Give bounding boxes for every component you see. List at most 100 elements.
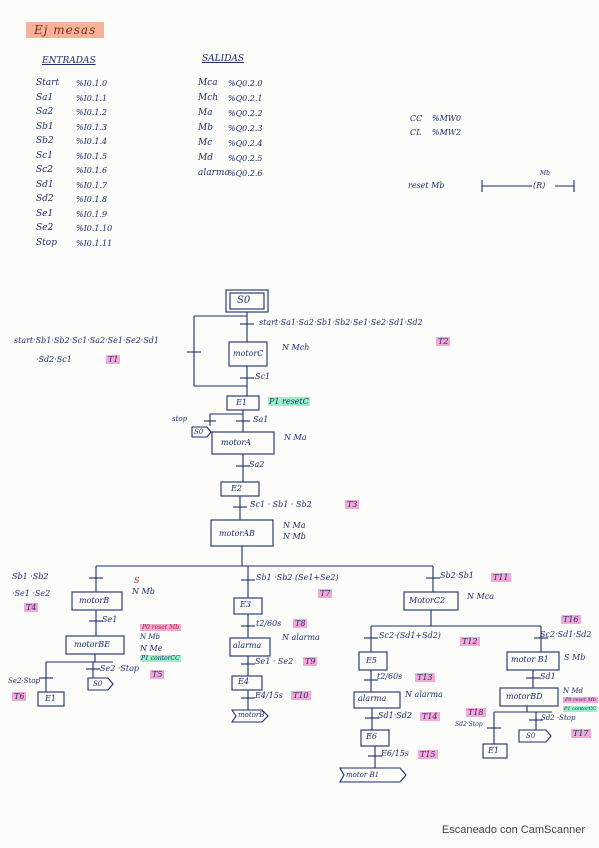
entrada-name: Sd1 [36,179,54,190]
motora-action: N Ma [284,433,307,442]
t8-label: T8 [293,619,308,628]
salida-address: %Q0.2.4 [228,139,263,148]
jump-s0-left: S0 [93,680,103,688]
t2-label: T2 [436,337,451,346]
motorc2-action: N Mca [467,592,494,601]
salidas-header: SALIDAS [202,54,245,64]
reset-label: reset Mb [408,181,445,190]
jump-e1-right: E1 [488,746,499,755]
t12-condition: Sc2·(Sd1+Sd2) [379,631,441,640]
motorb1-action: S Mb [564,653,586,662]
step-e2: E2 [231,484,242,493]
salida-address: %Q0.2.1 [228,94,263,103]
t18-condition: Sd2·Stop [455,721,483,728]
entrada-address: %I0.1.0 [76,79,108,88]
entrada-name: Sa2 [36,107,54,117]
entrada-address: %I0.1.5 [76,151,108,161]
t7-condition: Sb1 ·Sb2 (Se1+Se2) [256,573,339,582]
jump-motorb1: motor B1 [346,771,380,779]
jump-s0-right: S0 [526,732,536,740]
entrada-address: %I0.1.2 [76,108,108,117]
step-motorbd: motorBD [506,692,543,701]
motorab-action-2: N Mb [283,532,306,541]
t17-condition: Sd2 ·Stop [541,714,576,722]
entrada-address: %I0.1.1 [76,93,108,103]
motorbd-action-1: N Md [563,687,583,695]
entrada-name: Sb1 [36,121,54,132]
memory-cl-addr: %MW2 [432,128,462,137]
entrada-address: %I0.1.4 [76,137,108,146]
step-motora: motorA [221,438,252,447]
salida-address: %Q0.2.5 [228,154,263,163]
t10-label: T10 [291,691,311,700]
entrada-address: %I0.1.9 [76,209,108,219]
t5-label: T5 [150,670,165,679]
salida-name: Mc [198,138,213,148]
entrada-name: Sc2 [36,165,53,175]
salida-address: %Q0.2.0 [228,79,263,88]
t14-condition: Sd1·Sd2 [378,711,412,720]
step-e5: E5 [366,656,377,665]
entrada-name: Se1 [36,208,54,219]
memory-cc-addr: %MW0 [432,114,462,123]
t13-condition: t2/60s [377,672,403,681]
t-sa2: Sa2 [249,460,265,469]
entrada-name: Se2 [36,223,54,233]
entrada-name: Sd2 [36,194,54,204]
entradas-header: ENTRADAS [42,56,96,66]
entrada-name: Sa1 [36,92,54,103]
e5-action: N alarma [405,690,443,699]
entrada-address: %I0.1.6 [76,166,108,175]
salida-name: Md [198,153,213,163]
alarma-action: N alarma [282,633,320,642]
t1-label: T1 [106,355,121,364]
t1-condition: start·Sb1·Sb2·Sc1·Sa2·Se1·Se2·Sd1 [14,336,160,345]
step-motorb: motorB [79,596,110,605]
scanner-watermark: Escaneado con CamScanner [441,824,585,836]
step-s0: S0 [237,295,251,306]
step-e3: E3 [240,600,251,609]
salida-name: Mca [198,78,218,88]
t16-label: T16 [561,615,581,624]
t-sc1: Sc1 [255,372,271,381]
t11-condition: Sb2·Sb1 [440,571,474,580]
t6-condition: Se2·Stop [8,677,40,685]
t18-label: T18 [466,708,486,717]
t12-label: T12 [460,637,480,646]
t11-label: T11 [491,573,511,582]
step-motorc2: MotorC2 [409,596,446,605]
motorbd-action-2: P0 reset Mb [563,697,598,703]
t3-label: T3 [345,500,360,509]
jump-e1-left: E1 [45,694,56,703]
t2-condition: start·Sa1·Sa2·Sb1·Sb2·Se1·Se2·Sd1·Sd2 [259,318,423,327]
t4-condition-2: ·Se1 ·Se2 [12,589,51,598]
t9-label: T9 [303,657,318,666]
motorbe-action-p0: P0 reset Mb [140,624,182,631]
entrada-address: %I0.1.8 [76,195,108,204]
salida-name: alarma [198,168,230,178]
step-motorab: motorAB [219,529,255,538]
step-e5-alarma: alarma [358,694,387,703]
t-sa1: Sa1 [253,415,269,424]
t4-condition-1: Sb1 ·Sb2 [12,572,49,581]
entrada-address: %I0.1.3 [76,122,108,132]
step-motorb1: motor B1 [511,655,549,664]
entrada-name: Sb2 [36,136,54,146]
motorbe-action-p1: P1 contorCC [140,655,181,662]
motorbe-action-n2: N Me [140,644,163,653]
t5-condition: Se2 ·Stop [100,664,140,673]
motorb-s-mark: S [134,576,140,585]
motorbe-action-n1: N Mb [140,633,160,641]
t10-condition: E4/15s [255,691,283,700]
motorb-action: N Mb [132,587,155,596]
step-alarma: alarma [233,641,262,650]
entrada-address: %I0.1.7 [76,180,108,190]
t15-label: T15 [418,750,438,759]
entrada-name: Stop [36,237,57,248]
reset-coil-label: Mb [540,170,550,177]
t15-condition: E6/15s [381,749,409,758]
t3-condition: Sc1 · Sb1 · Sb2 [250,500,312,509]
t4-label: T4 [24,603,39,612]
